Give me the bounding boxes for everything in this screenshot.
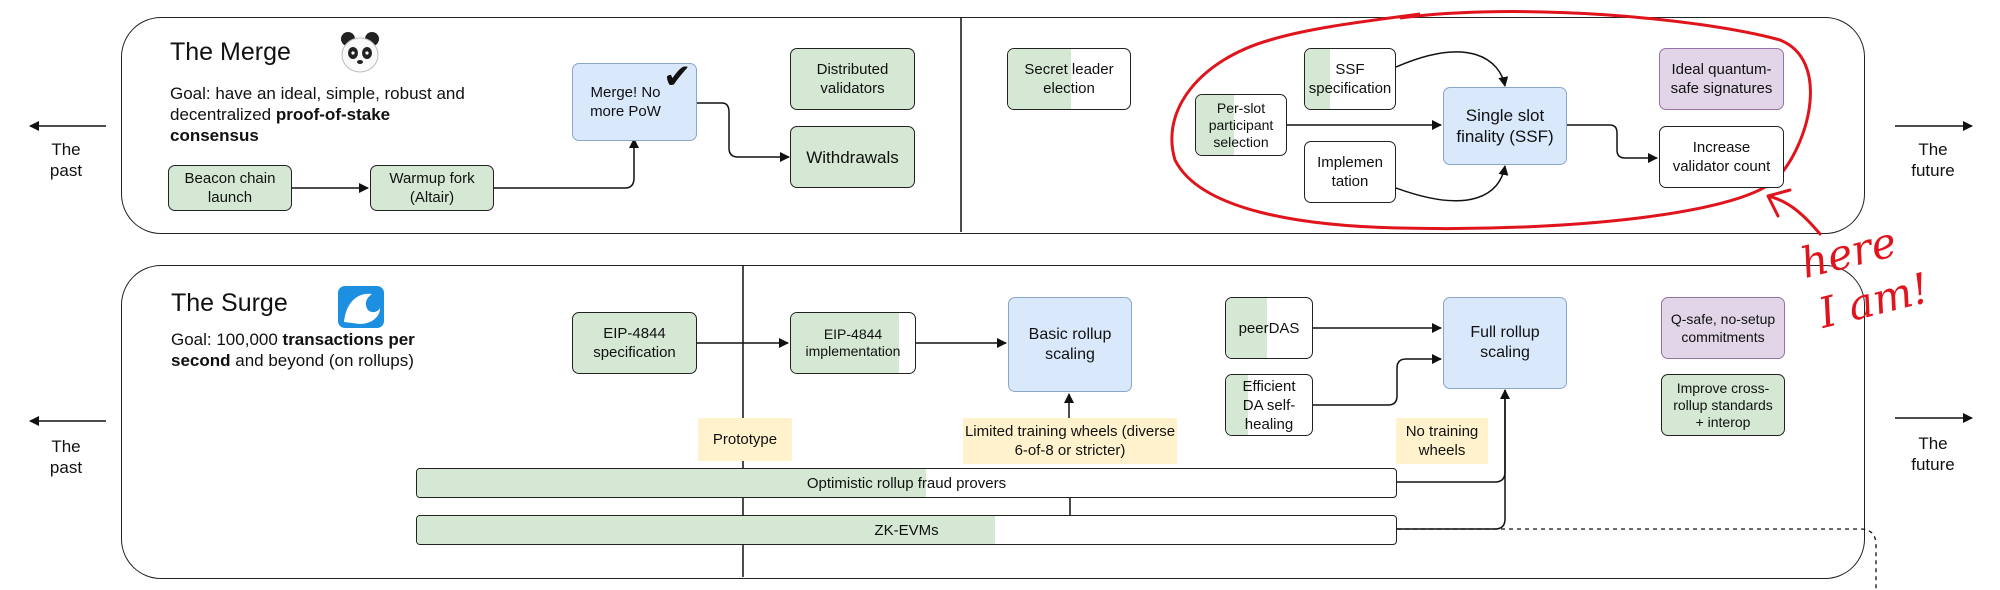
bar-zkevm-progress [417,516,995,544]
arrow-merge-withdrawals [697,102,790,162]
box-quantum-safe-signatures[interactable]: Ideal quantum-safe signatures [1659,48,1784,110]
arrow-efficientda-full [1313,354,1442,406]
box-efficient-da-self-healing[interactable]: Efficient DA self-healing [1225,374,1313,436]
surge-goal: Goal: 100,000 transactions per second an… [171,330,415,370]
box-ssf-specification[interactable]: SSF specification [1304,48,1396,110]
box-implementation[interactable]: Implemen tation [1304,141,1396,203]
box-peerdas[interactable]: peerDAS [1225,297,1313,359]
arrow-impl-ssf [1395,165,1509,202]
tag-limited-training-wheels: Limited training wheels (diverse 6-of-8 … [963,418,1177,464]
box-increase-validator-count[interactable]: Increase validator count [1659,126,1784,188]
box-single-slot-finality[interactable]: Single slot finality (SSF) [1443,87,1567,165]
surge-title: The Surge [171,289,288,317]
box-eip4844-implementation[interactable]: EIP-4844 implementation [790,312,916,374]
box-warmup-fork-altair[interactable]: Warmup fork (Altair) [370,165,494,211]
bar-optimistic-progress [417,469,927,497]
panda-icon [338,30,382,76]
red-arrow-annotation [1766,188,1822,236]
box-withdrawals[interactable]: Withdrawals [790,126,915,188]
bar-optimistic-rollup-fraud-provers[interactable]: Optimistic rollup fraud provers [416,468,1397,498]
past-label-top: The past [49,140,83,180]
dashed-continuation [1397,528,1877,590]
merge-goal: Goal: have an ideal, simple, robust and … [170,84,465,145]
box-full-rollup-scaling[interactable]: Full rollup scaling [1443,297,1567,389]
box-eip4844-specification[interactable]: EIP-4844 specification [572,312,697,374]
arrow-altair-merge [494,138,639,189]
tag-prototype: Prototype [698,418,792,461]
box-improve-cross-rollup-interop[interactable]: Improve cross-rollup standards + interop [1661,374,1785,436]
bar-zk-evms[interactable]: ZK-EVMs [416,515,1397,545]
checkmark-icon: ✔ [663,58,692,96]
bar-zkevm-label: ZK-EVMs [874,521,939,539]
box-beacon-chain-launch[interactable]: Beacon chain launch [168,165,292,211]
tag-no-training-wheels: No training wheels [1396,418,1488,464]
past-label-bottom: The past [49,437,83,477]
box-qsafe-commitments[interactable]: Q-safe, no-setup commitments [1661,297,1785,359]
merge-title: The Merge [170,38,291,66]
box-merge[interactable]: Merge! No more PoW [572,63,697,141]
box-secret-leader-election[interactable]: Secret leader election [1007,48,1131,110]
box-per-slot-participant-selection[interactable]: Per-slot participant selection [1195,94,1287,156]
box-distributed-validators[interactable]: Distributed validators [790,48,915,110]
arrow-ssf-validator [1567,124,1658,163]
wave-icon [336,282,386,330]
bar-optimistic-label: Optimistic rollup fraud provers [806,474,1007,492]
future-label-bottom: The future [1911,434,1955,474]
arrow-ssfspec-ssf [1395,51,1509,87]
future-label-top: The future [1911,140,1955,180]
red-circle-annotation [1170,10,1812,231]
box-basic-rollup-scaling[interactable]: Basic rollup scaling [1008,297,1132,392]
